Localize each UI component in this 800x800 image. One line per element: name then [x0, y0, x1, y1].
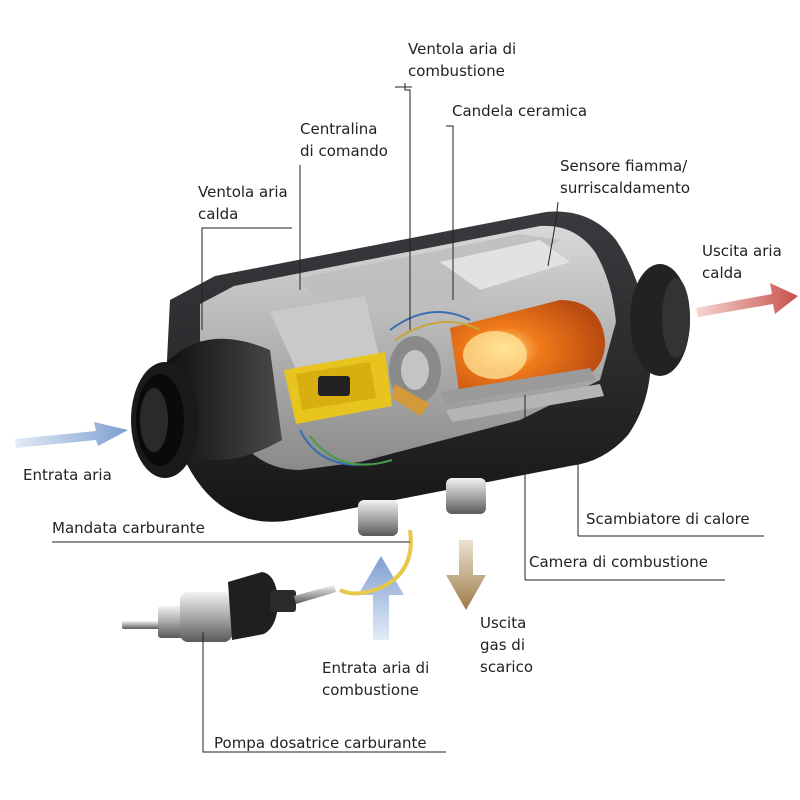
entrata-aria-combustione-arrow	[358, 556, 404, 640]
label-centralina-comando: Centralina di comando	[300, 120, 388, 160]
entrata-aria-arrow	[15, 422, 128, 448]
wiring	[299, 311, 481, 466]
fuel-pump	[122, 572, 336, 642]
label-entrata-aria: Entrata aria	[23, 466, 112, 484]
label-uscita-gas-scarico: Uscita gas di scarico	[480, 614, 534, 676]
control-unit	[270, 296, 392, 424]
label-ventola-aria-calda: Ventola aria calda	[198, 183, 288, 223]
label-mandata-carburante: Mandata carburante	[52, 519, 205, 537]
label-camera-combustione: Camera di combustione	[529, 553, 708, 571]
uscita-gas-scarico-arrow	[446, 540, 486, 610]
leader-lines	[52, 83, 764, 753]
label-scambiatore-calore: Scambiatore di calore	[586, 510, 750, 528]
fuel-line	[339, 529, 413, 596]
uscita-aria-calda-arrow	[696, 283, 798, 317]
label-candela-ceramica: Candela ceramica	[452, 102, 588, 120]
label-sensore-fiamma: Sensore fiamma/ surriscaldamento	[560, 157, 691, 197]
label-entrata-aria-combustione: Entrata aria di combustione	[322, 659, 430, 699]
label-ventola-aria-combustione: Ventola aria di combustione	[408, 40, 517, 80]
bottom-pipes	[358, 478, 486, 536]
label-uscita-aria-calda: Uscita aria calda	[702, 242, 782, 282]
label-pompa-dosatrice: Pompa dosatrice carburante	[214, 734, 427, 752]
combustion-fan	[389, 336, 441, 416]
